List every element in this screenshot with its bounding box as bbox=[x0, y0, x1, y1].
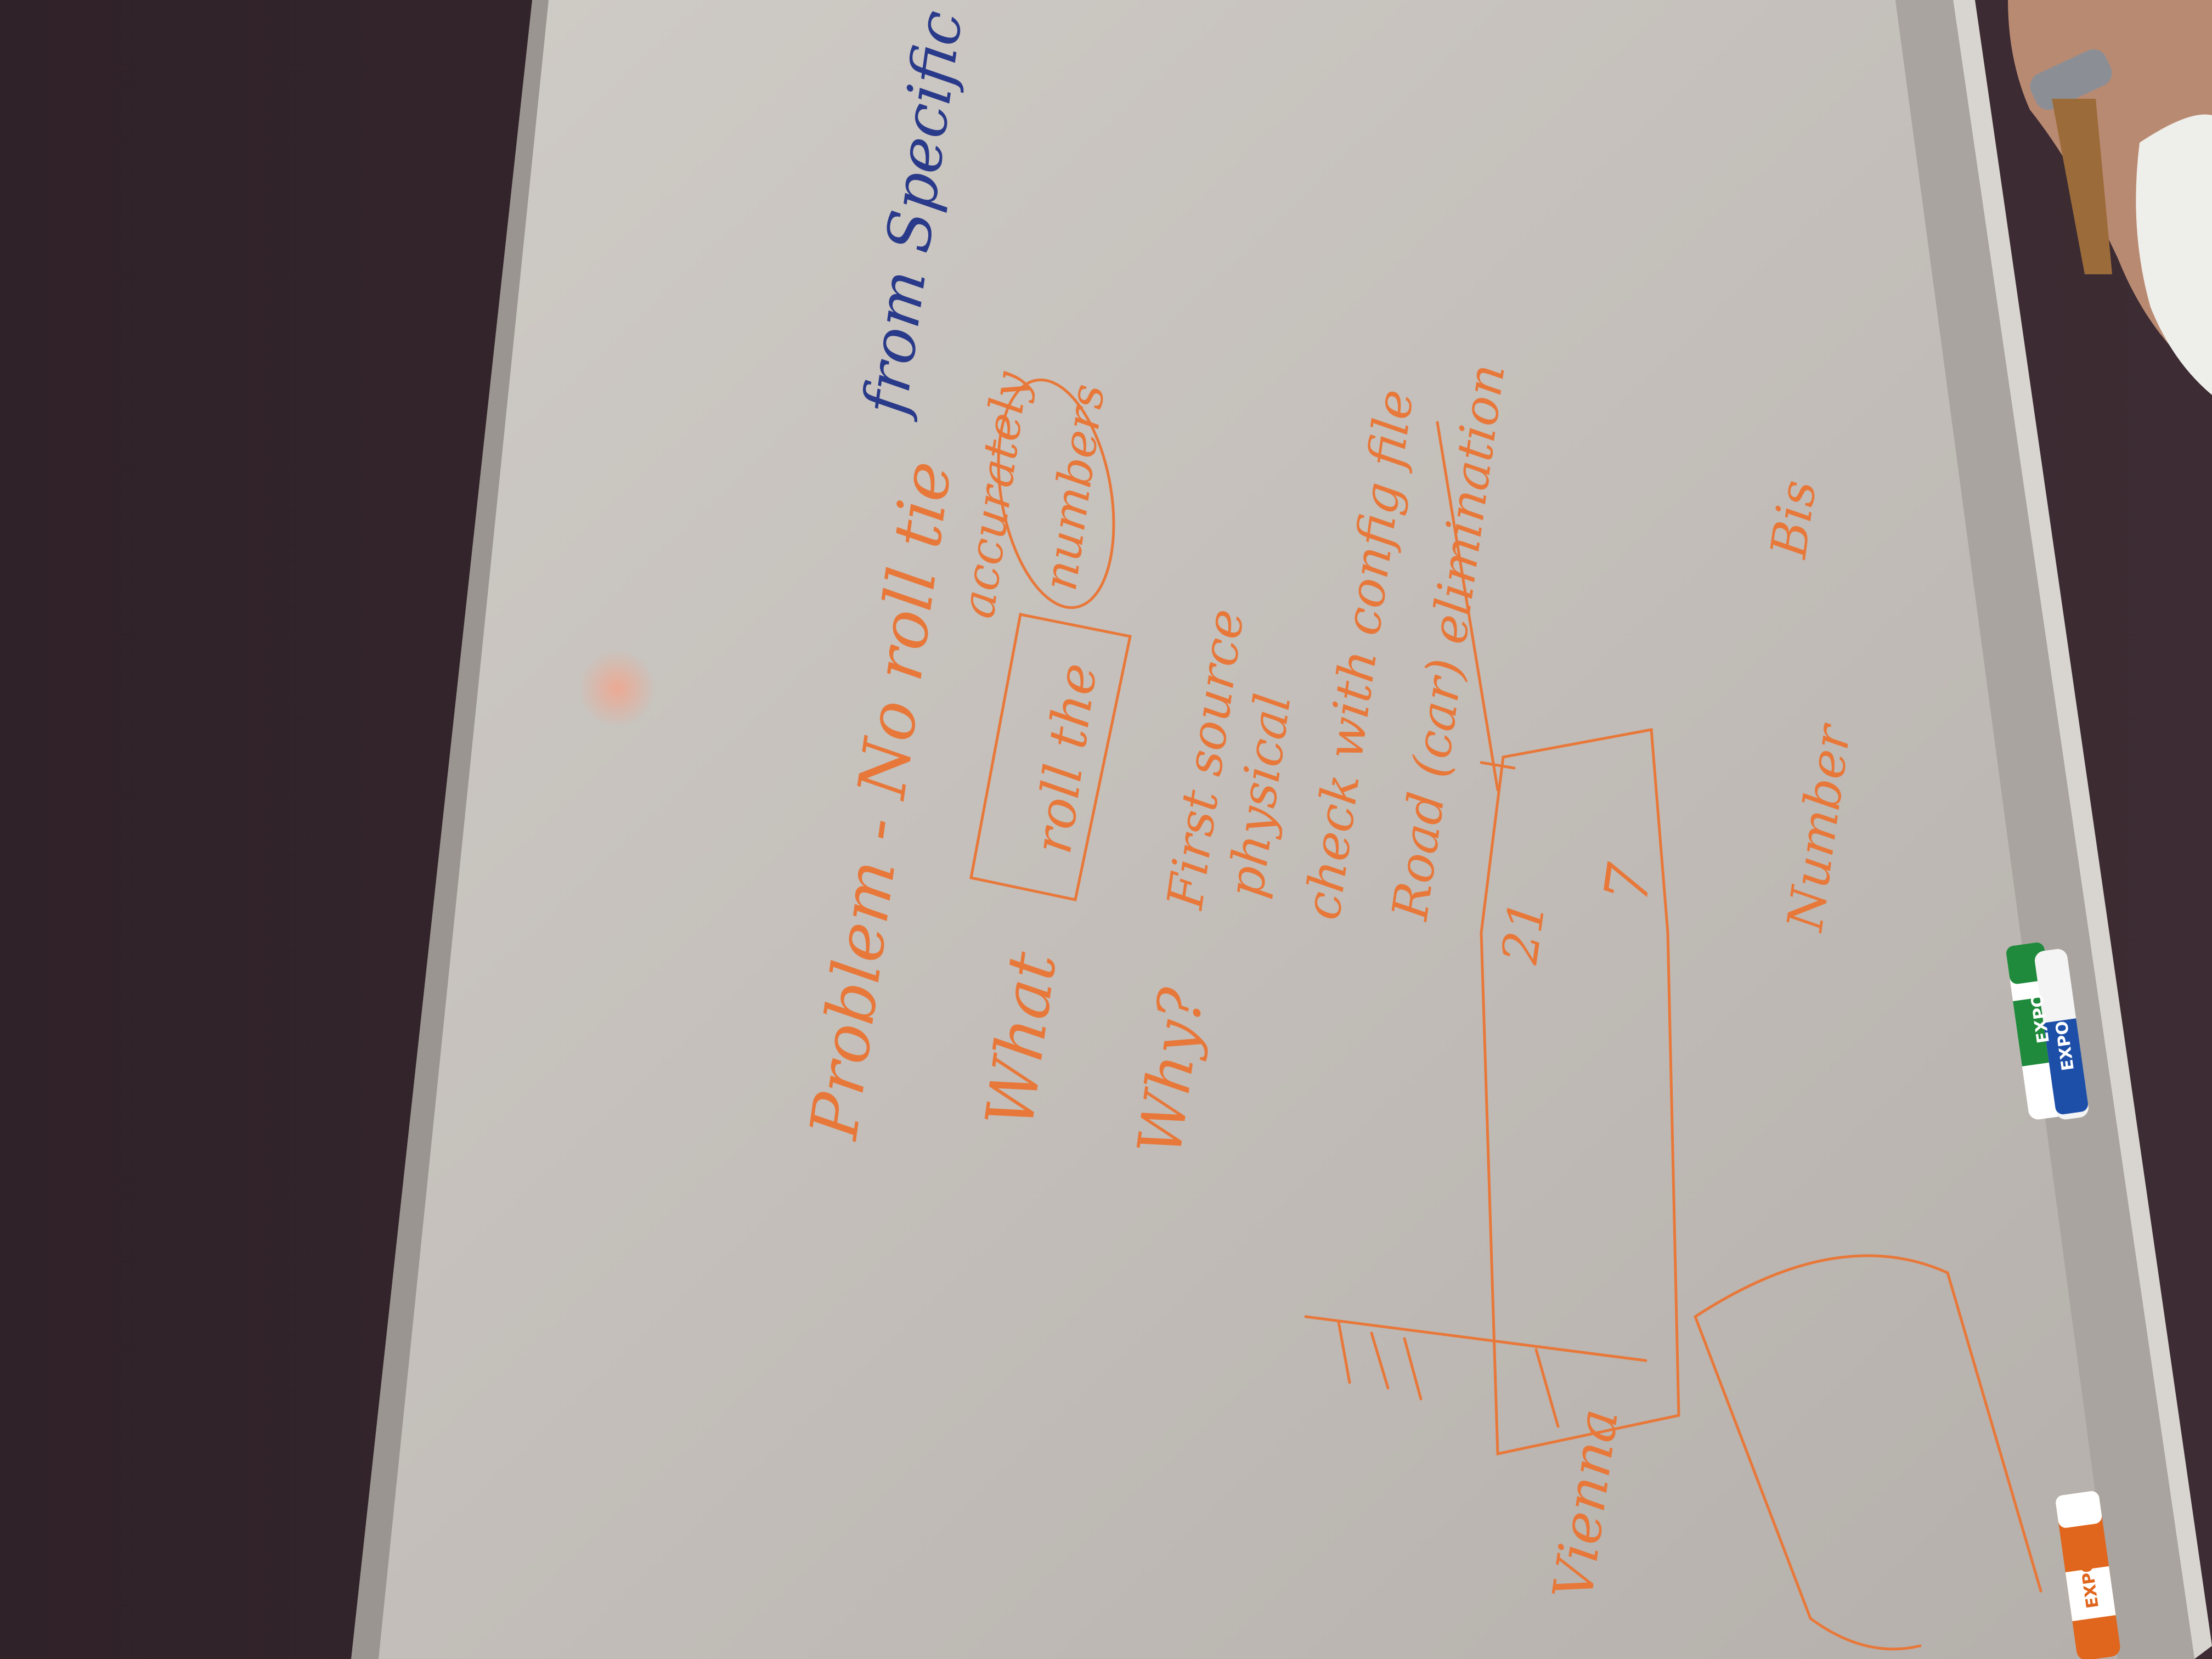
whiteboard-surface bbox=[379, 0, 2118, 1659]
fan-arc bbox=[1694, 1254, 1949, 1318]
blue-marker-icon bbox=[2034, 949, 2089, 1120]
fan-line-left bbox=[1694, 1315, 1812, 1620]
divider-line bbox=[1436, 421, 1499, 792]
marker-tray bbox=[1895, 0, 2194, 1659]
light-reflection bbox=[579, 650, 656, 727]
marker-tray-lip bbox=[1953, 0, 2212, 1659]
fan-line-right bbox=[1946, 1271, 2042, 1593]
circle-numbers bbox=[997, 378, 1115, 610]
sketch-ladder bbox=[1304, 1315, 1647, 1428]
text-21: 21 bbox=[1491, 897, 1557, 968]
box-roll-the bbox=[969, 613, 1132, 901]
orange-marker-icon bbox=[2056, 1491, 2120, 1659]
fan-curve-bottom bbox=[1809, 1617, 1922, 1651]
drawings bbox=[969, 378, 2042, 1651]
big-rectangle bbox=[1480, 728, 1680, 1456]
text-bis: Bis bbox=[1760, 477, 1828, 562]
person-arm bbox=[2008, 0, 2212, 396]
rectangle-top bbox=[1480, 761, 1516, 770]
